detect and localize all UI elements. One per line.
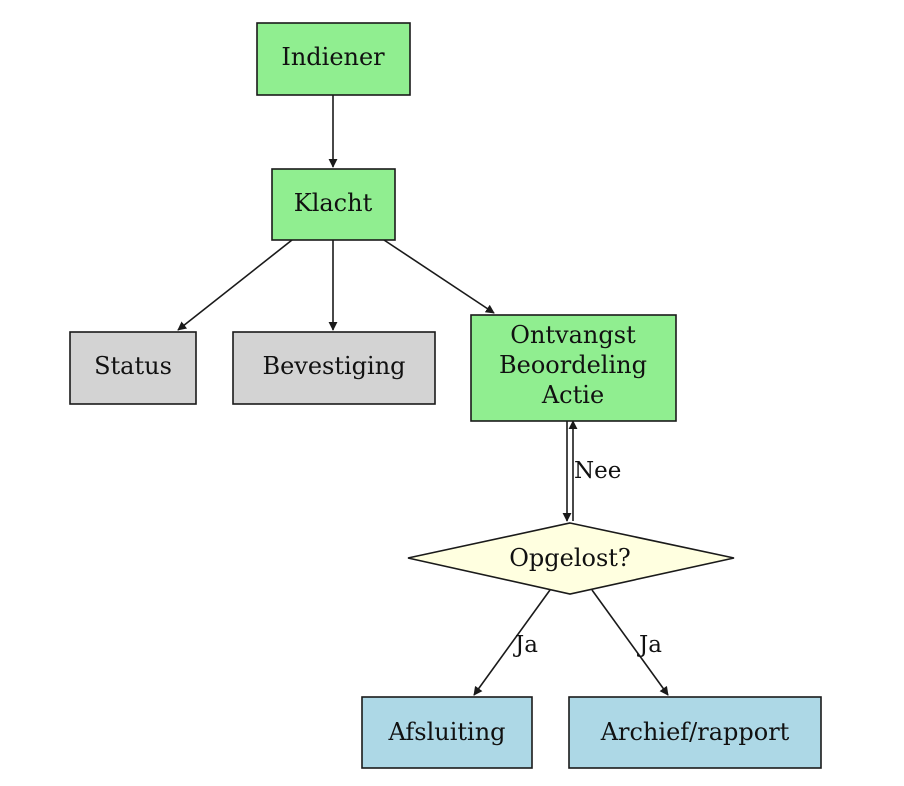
node-afsluiting-box [361, 696, 533, 769]
node-klacht-label: Klacht [294, 189, 373, 217]
node-opgelost-diamond [407, 522, 735, 595]
node-bevestiging-box [232, 331, 436, 405]
node-bevestiging-label: Bevestiging [262, 352, 405, 380]
node-ontvangst-box [470, 314, 677, 422]
edge-opgelost-archief [591, 589, 669, 696]
node-indiener-box [256, 22, 411, 96]
node-archief-label: Archief/rapport [600, 718, 790, 746]
node-archief-box [568, 696, 822, 769]
edge-label-ja-left: Ja [513, 632, 538, 658]
node-opgelost-label: Opgelost? [509, 544, 631, 572]
node-ontvangst-label-line3: Actie [541, 381, 604, 409]
edge-label-nee: Nee [574, 458, 621, 484]
edge-klacht-ontvangst [383, 239, 495, 314]
edge-label-ja-right: Ja [637, 632, 662, 658]
node-klacht-box [271, 168, 396, 241]
edge-klacht-status [177, 239, 293, 331]
edge-opgelost-afsluiting [473, 589, 551, 696]
node-ontvangst-label-line1: Ontvangst [510, 321, 636, 349]
node-status-box [69, 331, 197, 405]
node-ontvangst-label-line2: Beoordeling [499, 351, 647, 379]
node-afsluiting-label: Afsluiting [387, 718, 505, 746]
node-indiener-label: Indiener [281, 43, 385, 71]
node-status-label: Status [94, 352, 172, 380]
